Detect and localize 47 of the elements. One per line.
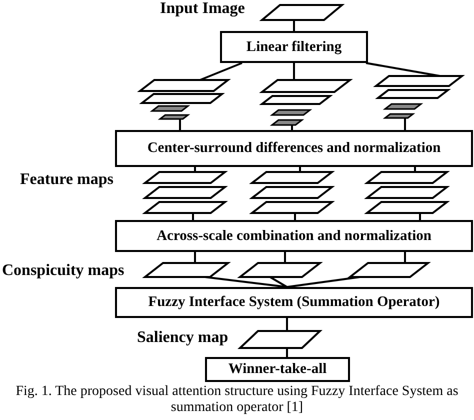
- process-box: Winner-take-all: [205, 357, 350, 382]
- process-box: Linear filtering: [220, 31, 368, 63]
- map-label: Feature maps: [20, 172, 114, 188]
- connector-line: [404, 118, 406, 130]
- small-map-parallelogram: [152, 106, 188, 111]
- figure-caption: Fig. 1. The proposed visual attention structure using Fuzzy Interface System as summation operator [1]: [14, 384, 460, 416]
- map-parallelogram: [145, 172, 225, 183]
- map-parallelogram: [145, 263, 228, 277]
- connector-line: [293, 63, 295, 80]
- map-parallelogram: [367, 202, 447, 213]
- map-label: Input Image: [160, 1, 245, 17]
- map-parallelogram: [367, 172, 447, 183]
- connector-line: [194, 252, 196, 263]
- connector-line: [284, 252, 286, 263]
- map-parallelogram: [142, 94, 222, 103]
- connector-line: [293, 20, 295, 31]
- map-parallelogram: [240, 263, 320, 277]
- map-parallelogram: [252, 202, 332, 213]
- small-map-parallelogram: [385, 114, 413, 118]
- connector-line: [366, 62, 440, 77]
- connector-line: [404, 252, 406, 263]
- map-parallelogram: [376, 76, 462, 86]
- map-parallelogram: [140, 80, 228, 91]
- map-parallelogram: [262, 80, 350, 92]
- connector-line: [179, 119, 181, 130]
- small-map-parallelogram: [272, 120, 302, 125]
- map-parallelogram: [145, 202, 225, 213]
- map-parallelogram: [145, 187, 225, 198]
- map-parallelogram: [262, 5, 342, 20]
- map-parallelogram: [240, 331, 320, 348]
- map-parallelogram: [378, 90, 448, 98]
- connector-line: [200, 62, 242, 81]
- map-parallelogram: [252, 187, 332, 198]
- process-box: Center-surround differences and normalization: [115, 130, 473, 167]
- map-label: Conspicuity maps: [2, 263, 124, 279]
- map-parallelogram: [367, 187, 447, 198]
- small-map-parallelogram: [160, 115, 188, 119]
- small-map-parallelogram: [272, 110, 310, 115]
- process-box: Fuzzy Interface System (Summation Operator): [115, 287, 473, 318]
- process-box: Across-scale combination and normalization: [115, 220, 473, 252]
- connector-line: [286, 318, 288, 331]
- small-map-parallelogram: [385, 104, 421, 109]
- map-parallelogram: [350, 263, 428, 277]
- map-label: Saliency map: [137, 330, 228, 346]
- connector-line: [270, 276, 288, 288]
- map-parallelogram: [262, 96, 330, 104]
- map-parallelogram: [252, 172, 332, 183]
